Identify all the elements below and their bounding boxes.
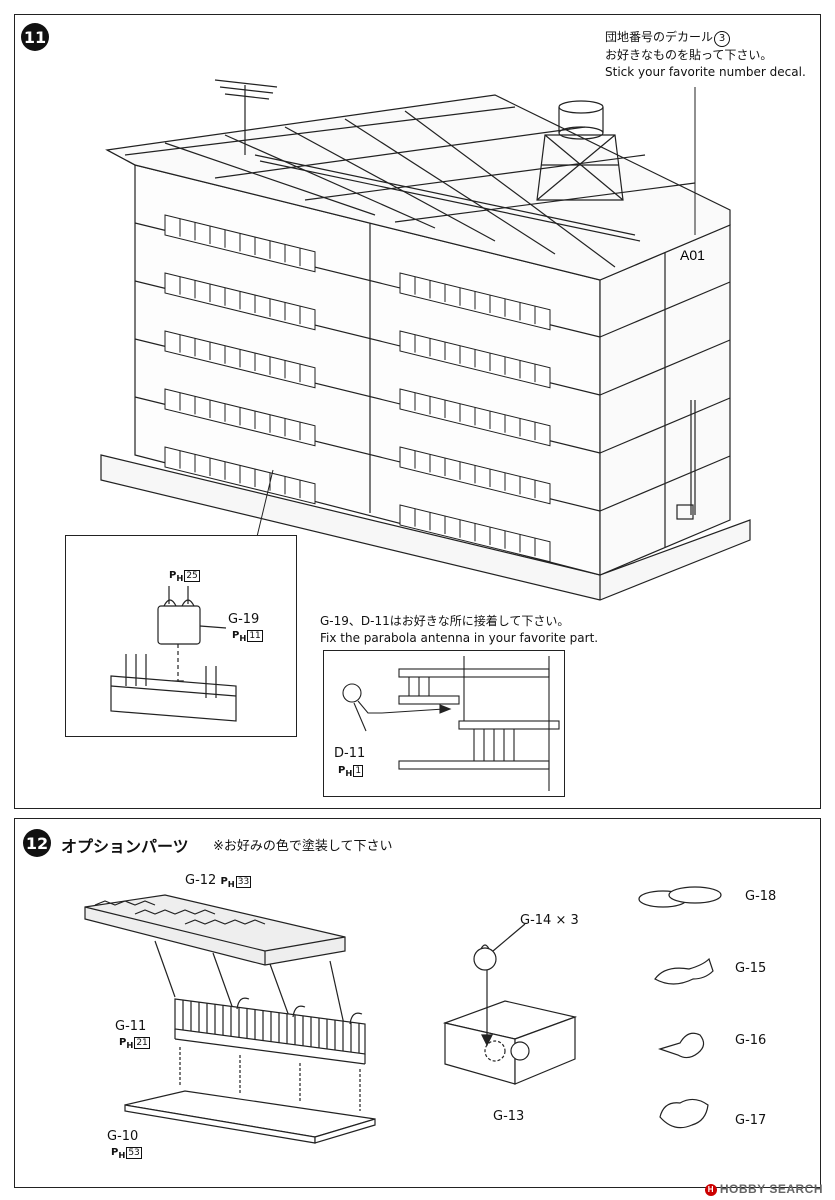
ph-sub: H xyxy=(239,633,247,643)
ph-box: 25 xyxy=(184,570,200,582)
ph-prefix: P xyxy=(220,876,228,887)
ph-prefix: P xyxy=(119,1037,127,1048)
ph-box: 21 xyxy=(134,1037,150,1049)
ph-box: 1 xyxy=(353,765,364,777)
g12-label-text: G-12 xyxy=(185,873,217,888)
g17-label: G-17 xyxy=(735,1113,767,1128)
watermark-text: HOBBY SEARCH xyxy=(719,1182,823,1196)
g19-detail-drawing xyxy=(110,586,237,722)
step-12-subtitle: ※お好みの色で塗装して下さい xyxy=(213,839,393,854)
step-12-title: オプションパーツ xyxy=(61,837,189,856)
ph-sub: H xyxy=(176,573,184,583)
ph-sub: H xyxy=(345,768,353,778)
antenna-note-jp: G-19、D-11はお好きな所に接着して下さい。 xyxy=(320,614,570,628)
step-11-number: 11 xyxy=(21,23,49,51)
ph-prefix: P xyxy=(169,570,177,581)
step-12-panel: 12 オプションパーツ ※お好みの色で塗装して下さい xyxy=(14,818,821,1188)
g15-label: G-15 xyxy=(735,961,767,976)
g16-label: G-16 xyxy=(735,1033,767,1048)
ph-sub: H xyxy=(227,879,235,889)
antenna-note-en: Fix the parabola antenna in your favorit… xyxy=(320,631,599,645)
g19-label: G-19 xyxy=(228,612,260,627)
decal-note-en: Stick your favorite number decal. xyxy=(605,65,806,79)
g18-label: G-18 xyxy=(745,889,777,904)
d11-detail-drawing xyxy=(342,656,560,791)
option-parts-drawing xyxy=(84,886,722,1144)
ph-box: 53 xyxy=(126,1147,142,1159)
ph-prefix: P xyxy=(111,1147,119,1158)
d11-label: D-11 xyxy=(334,746,366,761)
decal-note-jp-text: 団地番号のデカール xyxy=(605,30,714,44)
g14-label: G-14 × 3 xyxy=(520,913,579,928)
ph-box: 11 xyxy=(247,630,263,642)
hobby-search-logo-icon: H xyxy=(704,1183,717,1196)
step-12-number: 12 xyxy=(23,829,51,857)
decal-note-jp-2: お好きなものを貼って下さい。 xyxy=(605,48,773,62)
g13-label: G-13 xyxy=(493,1109,525,1124)
ph-box: 33 xyxy=(235,876,252,888)
ph-sub: H xyxy=(118,1150,126,1160)
g10-label: G-10 xyxy=(107,1129,139,1144)
apartment-building-drawing: A01 xyxy=(100,79,751,601)
g11-label: G-11 xyxy=(115,1019,147,1034)
ph-prefix: P xyxy=(338,765,346,776)
decal-number-circle: 3 xyxy=(714,31,731,47)
ph-prefix: P xyxy=(232,630,240,641)
building-number-label: A01 xyxy=(680,247,705,263)
ph-sub: H xyxy=(126,1040,134,1050)
